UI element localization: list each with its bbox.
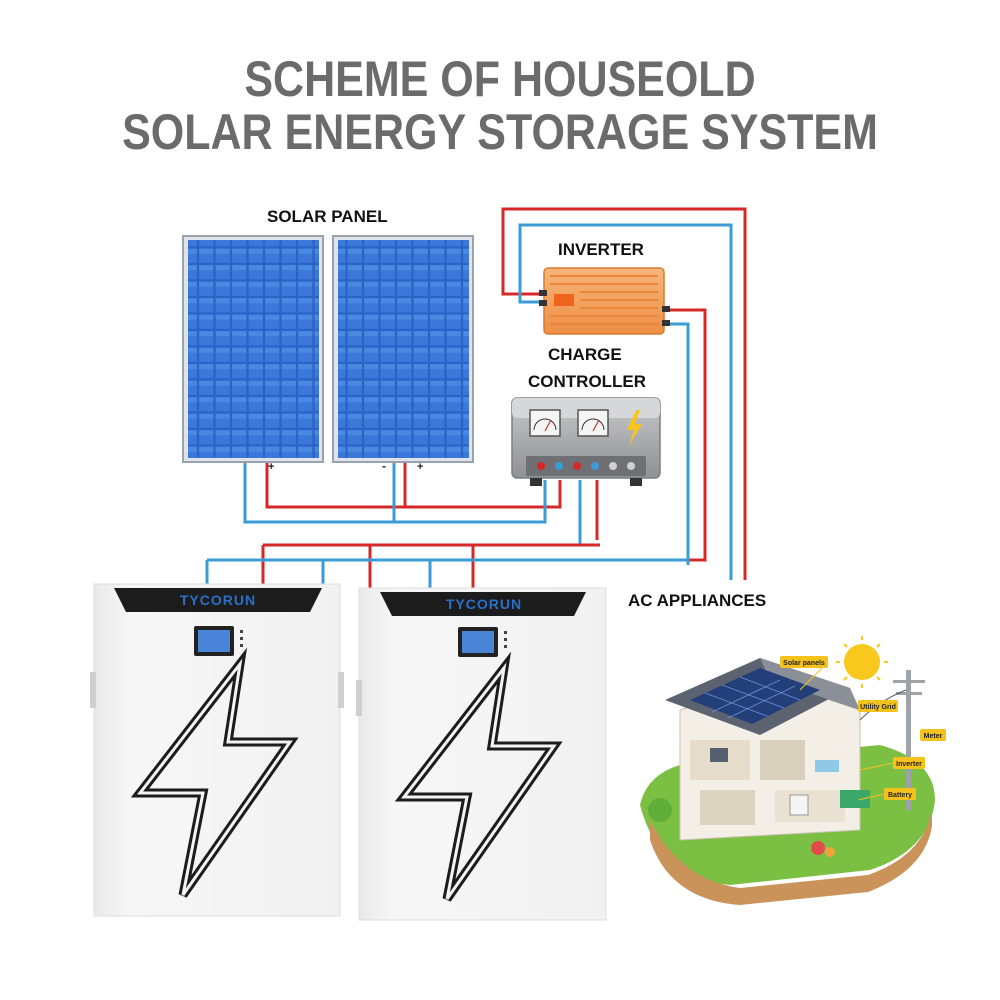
solar-panel-left [182,235,324,463]
callout-battery: Battery [888,792,912,799]
charge-controller-unit [511,397,661,486]
callout-utility-grid: Utility Grid [860,704,896,711]
polarity-minus-right: - [382,459,386,473]
solar-panel-right [332,235,474,463]
battery-left-brand: TYCORUN [180,592,256,608]
title-line-1: SCHEME OF HOUSEOLD [244,51,756,107]
polarity-plus-right: + [417,461,423,473]
wire-ac-red [501,207,747,580]
label-ac-appliances: AC APPLIANCES [628,591,767,610]
polarity-plus-left: + [268,461,274,473]
wire-inv-blue [670,322,690,565]
battery-right-brand: TYCORUN [446,596,522,612]
lightning-icon [627,410,642,446]
title-line-2: SOLAR ENERGY STORAGE SYSTEM [122,104,878,160]
wire-ac-blue [518,223,733,580]
label-charge-controller-line-2: CONTROLLER [528,372,647,391]
label-inverter: INVERTER [558,240,644,259]
inverter-unit [539,267,670,335]
battery-right [356,587,607,921]
wire-panel-red [265,460,562,509]
house-illustration [640,636,946,905]
callout-solar-panels: Solar panels [783,660,825,667]
callout-meter: Meter [924,733,943,740]
callout-inverter: Inverter [896,761,922,768]
battery-left [90,583,344,917]
label-charge-controller-line-1: CHARGE [548,345,622,364]
label-solar-panel: SOLAR PANEL [267,207,388,226]
